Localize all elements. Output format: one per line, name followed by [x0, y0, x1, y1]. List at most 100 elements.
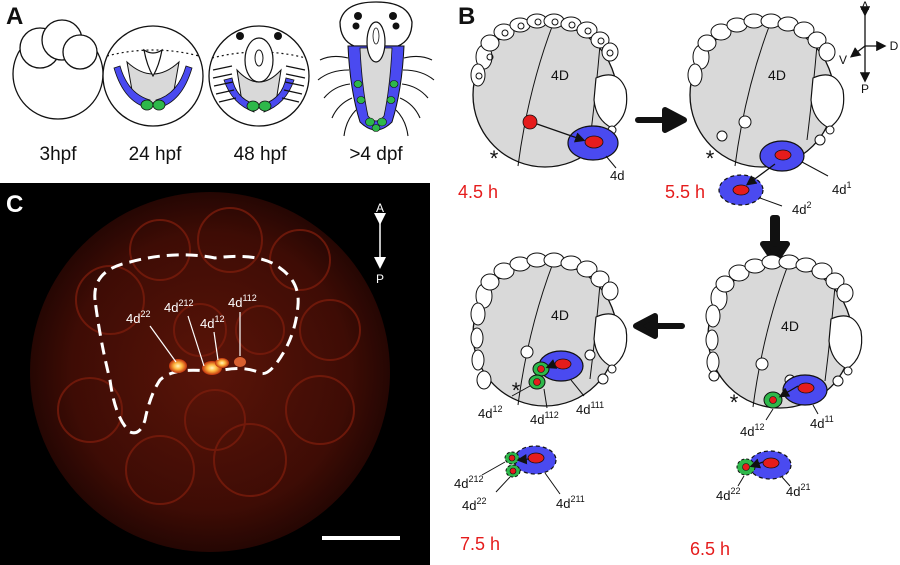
larva-4dpf [317, 1, 435, 137]
label-sup: 211 [570, 494, 584, 504]
label-4d12: 4d12 [740, 422, 764, 439]
stage-label-48hpf: 48 hpf [234, 144, 288, 165]
leader-line [481, 461, 506, 476]
leader-line [543, 388, 548, 409]
panel-c-label-4d112: 4d112 [228, 293, 257, 310]
nucleus-4d [584, 135, 604, 149]
label-base: 4d [126, 311, 140, 326]
label-4d212: 4d212 [454, 474, 484, 491]
blastomere-4d-label: 4D [768, 67, 786, 83]
label-sup: 22 [476, 496, 486, 506]
label-4d112: 4d112 [530, 410, 559, 427]
vegetal-macromere [810, 74, 845, 129]
mesoderm-band-right [155, 65, 193, 109]
mesoderm-band-left [113, 65, 151, 109]
endoderm-cell [152, 99, 166, 111]
labelled-cell-4d22 [169, 359, 187, 373]
label-base: 4d [832, 182, 846, 197]
eye-spot [392, 22, 400, 30]
time-label-5-5h: 5.5 h [665, 182, 705, 202]
time-label-4-5h: 4.5 h [458, 182, 498, 202]
empty-nucleus [755, 357, 769, 371]
label-base: 4d [786, 484, 800, 499]
label-base: 4d [462, 498, 476, 513]
leader-line [781, 476, 791, 487]
leader-line [570, 379, 585, 397]
nucleus-4d12 [533, 378, 541, 386]
label-sup: 22 [730, 486, 740, 496]
label-4d12: 4d12 [478, 404, 502, 421]
vegetal-asterisk: * [490, 146, 499, 171]
label-sup: 12 [492, 404, 502, 414]
stage-7-5h: 4D 4d12 4d112 4d111 * 4d212 [454, 252, 628, 554]
endoderm-cell [246, 100, 260, 112]
label-4d111: 4d111 [576, 400, 604, 417]
label-base: 4d [810, 416, 824, 431]
leader-line [759, 197, 783, 207]
outline-dashed [93, 253, 300, 435]
division-arrow [778, 385, 799, 398]
leader-line [801, 161, 829, 177]
vegetal-asterisk: * [706, 146, 715, 171]
vegetal-asterisk: * [512, 378, 521, 403]
stage-6-5h: 4D 4d12 4d11 * 4d22 4d21 6.5 h [690, 254, 863, 559]
label-sup: 12 [214, 314, 224, 324]
label-4d11: 4d11 [810, 414, 834, 431]
prototroch-line [106, 49, 200, 57]
small-cell [825, 125, 835, 135]
blastomere-4d-label: 4D [551, 67, 569, 83]
larva-gut [359, 47, 393, 122]
panel-c: C 4d22 4d212 4d12 4d112 A P [0, 183, 430, 565]
division-arrow [516, 454, 530, 465]
prototroch-line [211, 51, 307, 59]
label-sup: 111 [590, 400, 604, 410]
label-sup: 11 [824, 414, 833, 424]
eye-spot [352, 22, 360, 30]
stage-5-5h: 4D 4d1 4d2 * 5.5 h [665, 13, 851, 217]
empty-nucleus [716, 130, 728, 142]
ectoderm-ring [470, 13, 619, 87]
nucleus-4d22 [509, 467, 517, 475]
label-base: 4d [478, 406, 492, 421]
panel-b-letter: B [458, 3, 475, 30]
label-4d2: 4d2 [792, 200, 811, 217]
arrow-down [760, 215, 790, 265]
scale-bar [322, 536, 400, 540]
small-cell [832, 375, 844, 387]
blastomere-4d-label: 4D [781, 318, 799, 334]
empty-nucleus [520, 345, 534, 359]
nucleus-4d12 [769, 396, 777, 404]
ectoderm-ring [705, 254, 854, 373]
migration-arrow [536, 123, 586, 143]
panel-a: A [6, 1, 435, 165]
label-4d1: 4d1 [832, 180, 851, 197]
eye-spot [389, 12, 397, 20]
cell-boundary [734, 23, 771, 167]
label-sup: 12 [754, 422, 764, 432]
label-sup: 112 [242, 293, 256, 303]
larva-green-cells [353, 80, 399, 132]
panel-c-leaders [149, 312, 241, 367]
small-cell [597, 373, 609, 385]
embryo-48hpf [208, 25, 310, 127]
endoderm-cell [140, 99, 154, 111]
stage-label-3hpf: 3hpf [40, 144, 78, 165]
leader-line [544, 472, 561, 495]
nucleus-4d211 [527, 452, 545, 464]
vegetal-asterisk: * [730, 390, 739, 415]
label-sup: 22 [140, 309, 150, 319]
label-base: 4d [740, 424, 754, 439]
arrow-left [633, 313, 685, 339]
leader-line [495, 476, 511, 493]
label-base: 4d [200, 316, 214, 331]
nucleus-4d1 [774, 149, 792, 161]
label-sup: 1 [846, 180, 851, 190]
arrow-right [635, 107, 687, 133]
stomodeum-inner [254, 49, 264, 67]
chaetae-left [212, 65, 237, 103]
empty-nucleus [708, 370, 720, 382]
leader-line [812, 404, 819, 415]
division-arrow [545, 359, 558, 369]
label-base: 4d [576, 402, 590, 417]
